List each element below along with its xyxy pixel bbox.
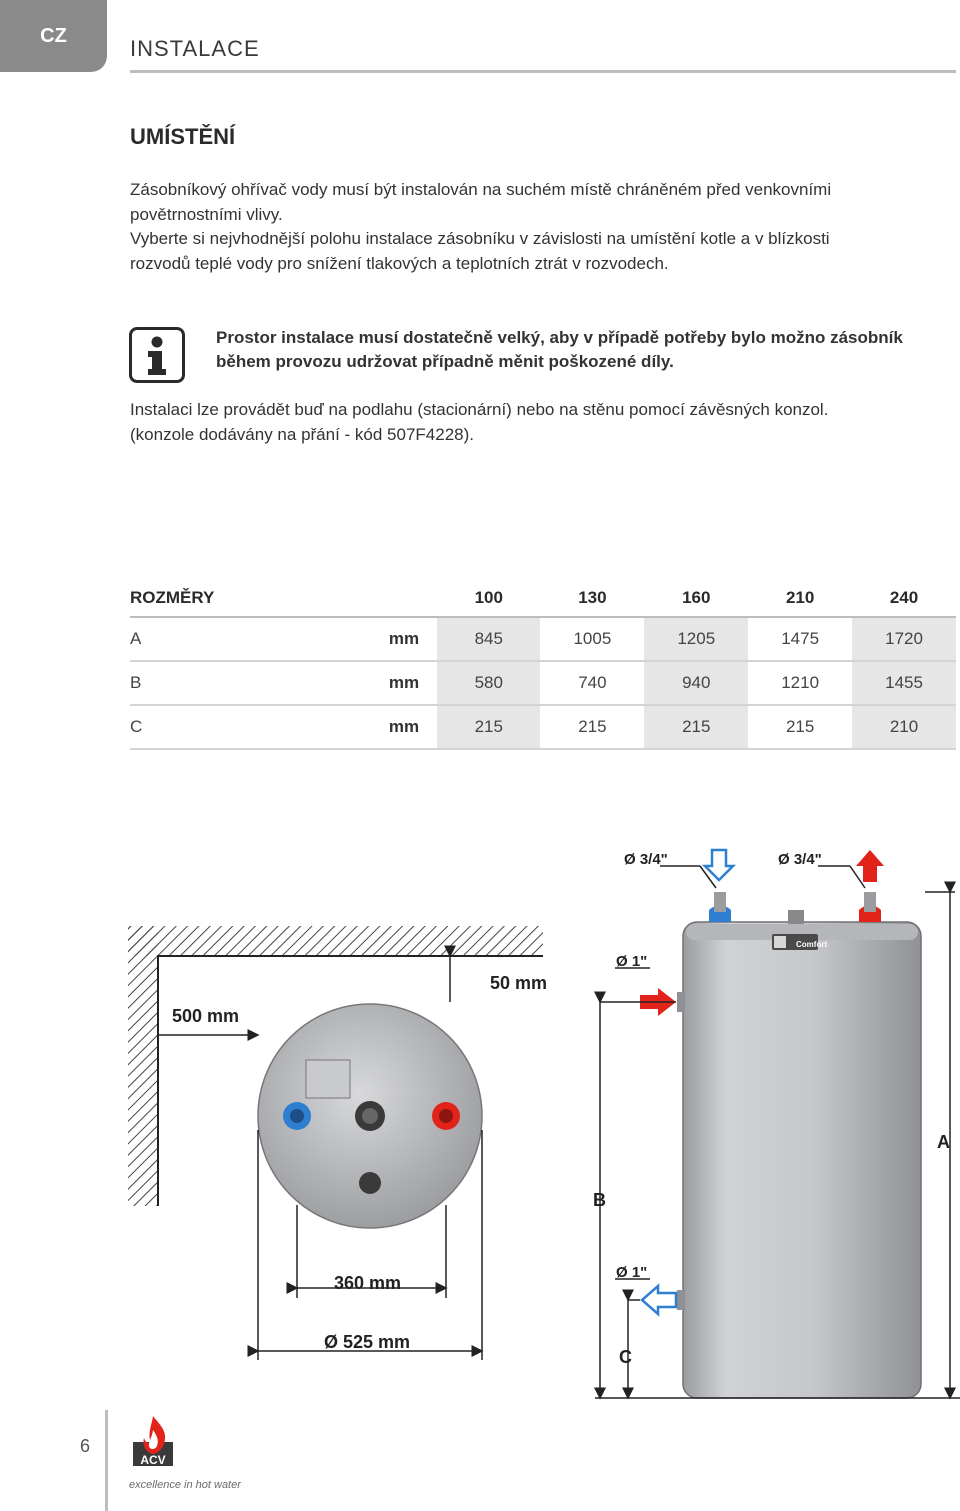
hot-outlet-label: Ø 3/4" [778,851,822,868]
table-cell: 215 [748,705,853,750]
cold-inlet-label: Ø 3/4" [624,851,668,868]
table-cell: 215 [540,705,645,750]
info-icon [129,327,185,383]
top-view-dimensions [158,945,484,1360]
model-header: 160 [644,580,749,618]
page-title: INSTALACE [130,36,260,61]
side-lower-label: Ø 1" [616,1264,647,1281]
tank-side-view: Comfort [677,892,922,1399]
side-upper-label: Ø 1" [616,953,647,970]
table-cell: 845 [437,617,541,662]
page-number: 6 [80,1436,91,1456]
installation-diagram: Comfort 500 mm 50 mm 360 mm Ø 525 mm Ø 3… [128,848,960,1400]
row-unit: mm [342,617,438,662]
table-header-cell [342,580,438,618]
logo-text: ACV [140,1453,165,1467]
instalace-line: Instalaci lze provádět buď na podlahu (s… [130,400,829,419]
cold-side-arrow-icon [640,1283,678,1317]
table-cell: 1205 [644,617,749,662]
info-note: Prostor instalace musí dostatečně velký,… [216,326,958,374]
umisteni-line: rozvodů teplé vody pro snížení tlakových… [130,253,669,273]
table-cell: 1720 [852,617,956,662]
side-view-dimensions [594,865,960,1400]
model-header: 130 [540,580,645,618]
dimension-c-label: C [619,1347,632,1367]
umisteni-paragraph: Zásobníkový ohřívač vody musí být instal… [130,178,930,276]
flow-arrows [640,848,884,1317]
model-header: 210 [748,580,853,618]
table-cell: 1475 [748,617,853,662]
instalace-line: (konzole dodávány na přání - kód 507F422… [130,424,475,444]
section-heading-umisteni: UMÍSTĚNÍ [130,124,236,149]
instalace-paragraph: Instalaci lze provádět buď na podlahu (s… [130,398,950,447]
umisteni-line: Vyberte si nejvhodnější polohu instalace… [130,229,830,248]
table-cell: 215 [437,705,541,750]
table-cell: 1005 [540,617,645,662]
title-divider [130,70,956,73]
table-row: B mm 580 740 940 1210 1455 [130,661,956,706]
language-tab: CZ [0,0,107,72]
table-cell: 740 [540,661,645,706]
acv-logo: ACV [128,1414,178,1483]
table-cell: 1210 [748,661,853,706]
tank-top-view [257,1003,483,1229]
umisteni-line: Zásobníkový ohřívač vody musí být instal… [130,180,832,199]
table-cell: 1455 [852,661,956,706]
row-unit: mm [342,705,438,750]
row-label: A [130,617,343,662]
table-row: A mm 845 1005 1205 1475 1720 [130,617,956,662]
wall-top-label: 50 mm [490,973,547,993]
table-header-row: ROZMĚRY 100 130 160 210 240 [130,580,956,618]
table-cell: 210 [852,705,956,750]
info-line: Prostor instalace musí dostatečně velký,… [216,328,903,347]
table-row: C mm 215 215 215 215 210 [130,705,956,750]
cold-inlet-arrow-icon [701,848,737,882]
table-cell: 580 [437,661,541,706]
footer-divider [105,1410,108,1511]
table-cell: 940 [644,661,749,706]
model-header: 100 [437,580,541,618]
wall-corner [128,926,543,1206]
diameter-label: Ø 525 mm [324,1332,410,1352]
rozmery-heading: ROZMĚRY [130,580,343,618]
dimension-b-label: B [593,1190,606,1210]
row-label: B [130,661,343,706]
table-cell: 215 [644,705,749,750]
wall-side-label: 500 mm [172,1006,239,1026]
dimensions-table: ROZMĚRY 100 130 160 210 240 A mm 845 100… [130,580,956,750]
info-line: během provozu udržovat případně měnit po… [216,352,674,371]
brand-plate-label: Comfort [796,940,827,949]
hot-outlet-arrow-icon [856,850,884,882]
row-label: C [130,705,343,750]
dimension-a-label: A [937,1132,950,1152]
inner-width-label: 360 mm [334,1273,401,1293]
row-unit: mm [342,661,438,706]
slogan: excellence in hot water [129,1479,241,1491]
model-header: 240 [852,580,956,618]
umisteni-line: povětrnostními vlivy. [130,204,283,224]
